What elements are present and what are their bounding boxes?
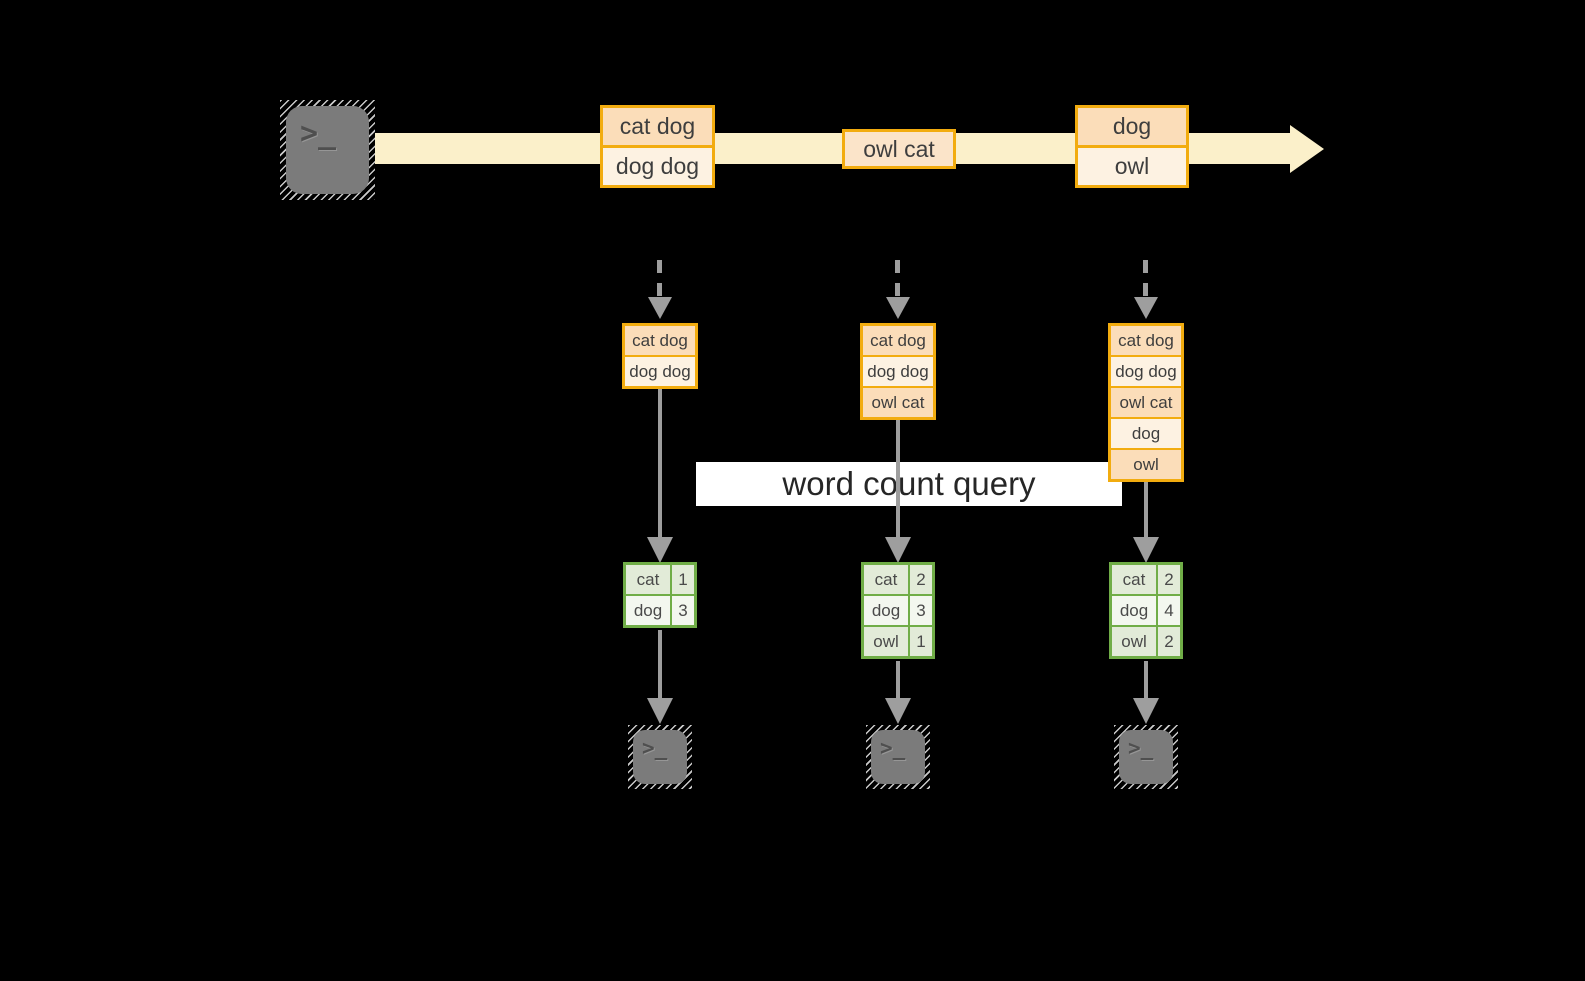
batch-record: owl cat (845, 132, 953, 166)
dashed-arrow-line (1143, 260, 1148, 298)
state-stack-3: cat dog dog dog owl cat dog owl (1108, 323, 1184, 482)
terminal-body: >_ (286, 106, 369, 194)
dashed-arrow-line (895, 260, 900, 298)
count-word: owl (864, 627, 908, 656)
count-value: 2 (910, 565, 932, 594)
batch-box-2: owl cat (842, 129, 956, 169)
count-word: cat (626, 565, 670, 594)
count-table-3: cat 2 dog 4 owl 2 (1109, 562, 1183, 659)
count-word: dog (626, 596, 670, 625)
sink-arrow-head (647, 698, 673, 724)
sink-terminal-icon: >_ (866, 725, 930, 789)
dashed-arrow-line (657, 260, 662, 298)
count-word: dog (1112, 596, 1156, 625)
state-row: dog dog (863, 355, 933, 386)
batch-box-1: cat dog dog dog (600, 105, 715, 188)
count-value: 4 (1158, 596, 1180, 625)
state-row: cat dog (863, 326, 933, 355)
dashed-arrow-head (886, 297, 910, 319)
query-arrow-head (1133, 537, 1159, 563)
state-row: cat dog (1111, 326, 1181, 355)
dashed-arrow-head (648, 297, 672, 319)
count-word: cat (1112, 565, 1156, 594)
count-table-2: cat 2 dog 3 owl 1 (861, 562, 935, 659)
state-stack-2: cat dog dog dog owl cat (860, 323, 936, 420)
terminal-prompt-glyph: >_ (1128, 736, 1154, 760)
sink-arrow-head (885, 698, 911, 724)
count-word: cat (864, 565, 908, 594)
terminal-prompt-glyph: >_ (880, 736, 906, 760)
batch-record: cat dog (603, 108, 712, 145)
state-row: dog (1111, 417, 1181, 448)
state-row: dog dog (1111, 355, 1181, 386)
state-stack-1: cat dog dog dog (622, 323, 698, 389)
terminal-body: >_ (871, 730, 925, 784)
stream-arrow-head (1290, 125, 1324, 173)
state-row: dog dog (625, 355, 695, 386)
state-row: cat dog (625, 326, 695, 355)
sink-arrow-head (1133, 698, 1159, 724)
batch-record: dog dog (603, 145, 712, 185)
dashed-arrow-head (1134, 297, 1158, 319)
query-arrow-line (1144, 482, 1148, 539)
sink-arrow-line (896, 661, 900, 698)
query-arrow-head (885, 537, 911, 563)
count-word: dog (864, 596, 908, 625)
query-arrow-head (647, 537, 673, 563)
count-value: 3 (672, 596, 694, 625)
terminal-prompt-glyph: >_ (642, 736, 668, 760)
terminal-prompt-glyph: >_ (300, 116, 337, 151)
batch-record: owl (1078, 145, 1186, 185)
count-value: 1 (910, 627, 932, 656)
terminal-body: >_ (1119, 730, 1173, 784)
batch-box-3: dog owl (1075, 105, 1189, 188)
batch-record: dog (1078, 108, 1186, 145)
state-row: owl cat (1111, 386, 1181, 417)
sink-terminal-icon: >_ (628, 725, 692, 789)
count-value: 1 (672, 565, 694, 594)
count-word: owl (1112, 627, 1156, 656)
query-banner: word count query (696, 462, 1122, 506)
count-value: 2 (1158, 565, 1180, 594)
sink-terminal-icon: >_ (1114, 725, 1178, 789)
count-value: 2 (1158, 627, 1180, 656)
count-table-1: cat 1 dog 3 (623, 562, 697, 628)
state-row: owl cat (863, 386, 933, 417)
query-arrow-line (658, 389, 662, 539)
terminal-body: >_ (633, 730, 687, 784)
state-row: owl (1111, 448, 1181, 479)
query-arrow-line (896, 420, 900, 539)
count-value: 3 (910, 596, 932, 625)
source-terminal-icon: >_ (280, 100, 375, 200)
sink-arrow-line (658, 630, 662, 698)
sink-arrow-line (1144, 661, 1148, 698)
